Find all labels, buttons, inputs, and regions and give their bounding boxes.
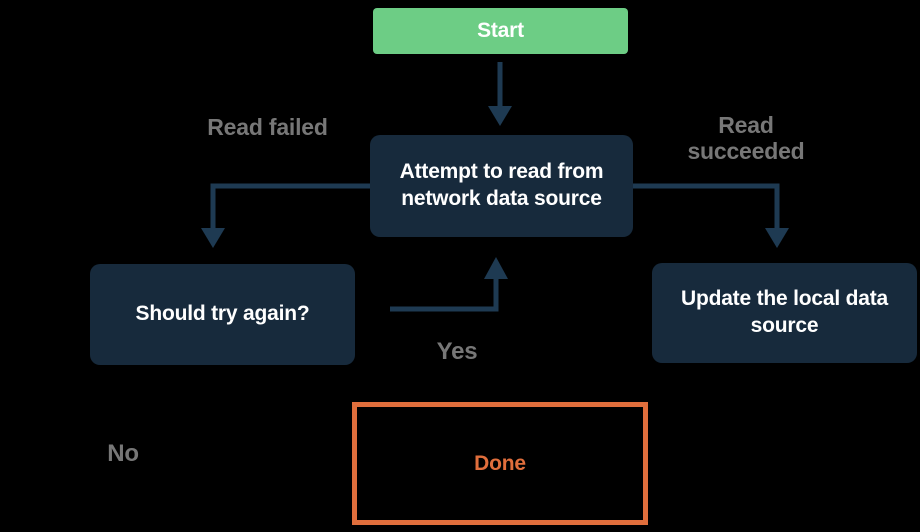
edge-label-read-succeeded: Read succeeded xyxy=(687,112,805,165)
node-start: Start xyxy=(373,8,628,54)
node-attempt-read-label: Attempt to read from network data source xyxy=(399,160,604,210)
edge-start-to-attempt-arrow xyxy=(488,62,512,126)
node-update-local-source: Update the local data source xyxy=(652,263,917,363)
node-update-local-source-label: Update the local data source xyxy=(680,287,888,337)
edge-label-no: No xyxy=(107,440,139,467)
edge-label-yes: Yes xyxy=(436,338,478,365)
edge-attempt-to-update-arrow xyxy=(633,183,789,248)
node-should-try-again-label: Should try again? xyxy=(135,302,310,326)
node-done: Done xyxy=(352,402,648,525)
node-start-label: Start xyxy=(477,19,524,42)
node-attempt-read: Attempt to read from network data source xyxy=(370,135,633,237)
edge-attempt-to-shouldtry-arrow xyxy=(201,183,370,248)
node-should-try-again: Should try again? xyxy=(90,264,355,365)
edge-shouldtry-to-attempt-arrow xyxy=(390,257,508,312)
node-done-label: Done xyxy=(474,451,526,475)
edge-label-read-failed: Read failed xyxy=(207,114,328,140)
